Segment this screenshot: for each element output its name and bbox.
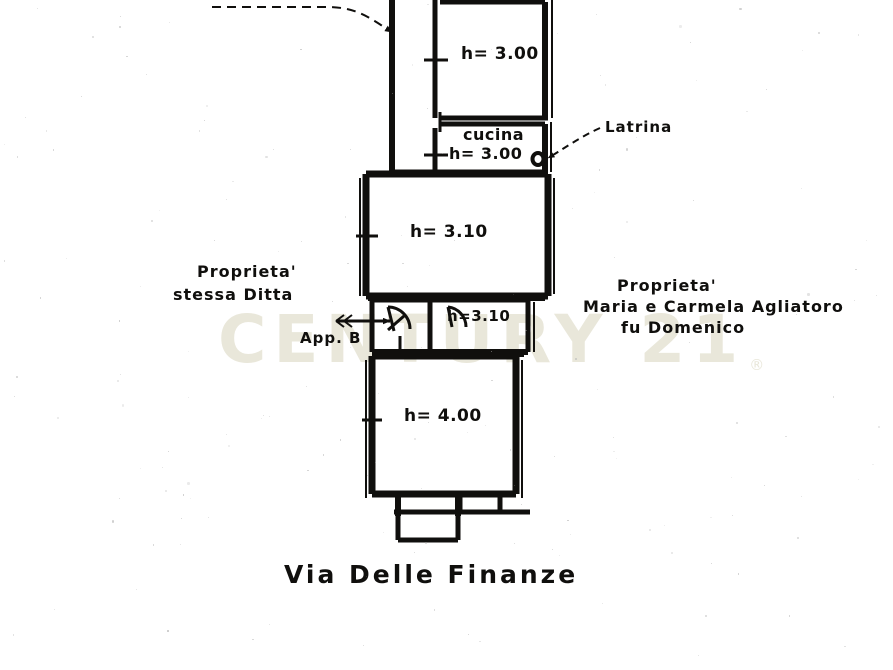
property-left-line2: stessa Ditta: [173, 285, 294, 304]
room-middle-height-label: h= 3.10: [410, 222, 488, 242]
apartment-b-label: App. B: [300, 329, 362, 347]
bottom-room-walls: [362, 352, 530, 543]
room-cucina-name-label: cucina: [463, 125, 525, 144]
room-bottom-height-label: h= 4.00: [404, 406, 482, 426]
property-right-line3: fu Domenico: [621, 318, 746, 337]
room-corridor-height-label: h=3.10: [447, 307, 511, 325]
door-swings: [386, 305, 468, 332]
latrina-fixture-icon: [530, 151, 546, 167]
property-right-line1: Proprieta': [617, 276, 717, 295]
leader-lines: [212, 6, 601, 328]
latrina-callout-label: Latrina: [605, 118, 673, 136]
street-name-label: Via Delle Finanze: [284, 560, 579, 589]
room-cucina-height-label: h= 3.00: [449, 144, 523, 163]
room-top-height-label: h= 3.00: [461, 44, 539, 64]
property-left-line1: Proprieta': [197, 262, 297, 281]
property-right-line2: Maria e Carmela Agliatoro: [583, 297, 844, 316]
